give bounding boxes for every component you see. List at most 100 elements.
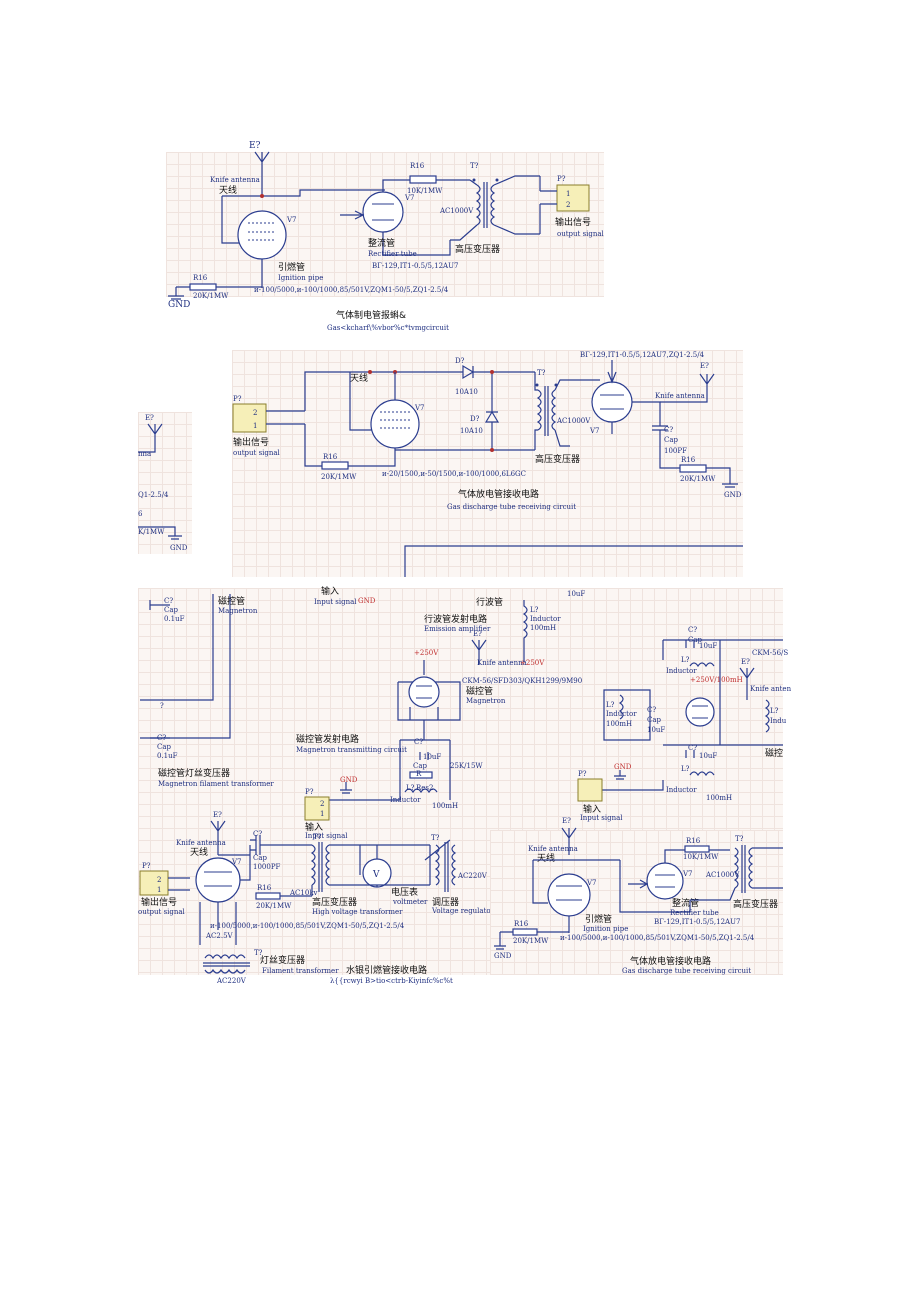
fig3c-ign-en: Ignition pipe <box>583 925 628 933</box>
fig3a-r-l1v: 100mH <box>606 720 632 728</box>
fig3a-magnetron-tube <box>408 676 440 708</box>
fig1-r16b-val: 20K/1MW <box>193 292 229 300</box>
fig3c-r16b-val: 20K/1MW <box>513 937 549 945</box>
fig3a-emit-en: Emission amplifier <box>424 625 491 633</box>
fig3b-cap-val: 1000PF <box>253 863 281 871</box>
fig3a-l100: 100mH <box>530 624 556 632</box>
fig2-diode1 <box>450 364 535 380</box>
fig2l-partial-val: K/1MW <box>138 528 165 536</box>
fig3a-lb-ind: Inductor <box>390 796 421 804</box>
fig3a-r-e: E? <box>741 658 750 666</box>
fig3b-t7c: T? <box>254 949 263 957</box>
fig1-models: и-100/5000,и-100/1000,85/501V,ZQM1-50/5,… <box>254 286 449 294</box>
fig3a-r-port <box>577 778 603 802</box>
fig1-r16-label: R16 <box>410 162 425 170</box>
fig3b-r16-val: 20K/1MW <box>256 902 292 910</box>
fig3c-ign-cn: 引燃管 <box>585 913 612 925</box>
fig3b-vm-en: voltmeter <box>392 898 428 906</box>
fig2-r16b-val: 20K/1MW <box>680 475 716 483</box>
fig3a-capb: Cap <box>157 743 172 751</box>
fig3a-mag2-cn: 磁控管 <box>466 685 493 697</box>
fig3a-inductor: Inductor <box>530 615 561 623</box>
fig1-ign-en: Ignition pipe <box>278 274 323 282</box>
fig1-pin2: 2 <box>566 201 570 209</box>
fig2-antenna-cn: 天线 <box>350 372 368 384</box>
fig2-c7: C? <box>664 426 673 434</box>
fig3a-input-en: Input signal <box>314 598 357 606</box>
fig2l-e: E? <box>145 414 154 422</box>
fig3a-l7: L? <box>530 606 539 614</box>
fig3a-r-ind3: Inductor <box>666 786 697 794</box>
fig2-gnd: GND <box>724 491 742 499</box>
fig1-v7b: V7 <box>404 194 415 202</box>
fig3a-r-in-en: Input signal <box>580 814 623 822</box>
fig2-r16-val: 20K/1MW <box>321 473 357 481</box>
fig1-schematic: E? Knife antenna 天线 V7 引燃管 Ignition pipe… <box>168 141 605 332</box>
fig1-rect-model: BГ-129,IT1-0.5/5,12AU7 <box>372 262 458 270</box>
fig3a-port <box>304 796 330 821</box>
fig3a-r-mag: 磁控 <box>765 747 783 759</box>
fig2-v7: V7 <box>414 404 425 412</box>
fig3c-r16b-label: R16 <box>514 920 529 928</box>
fig3a-r-ckm: CKM-56/S <box>752 649 788 657</box>
fig1-r16 <box>409 175 437 184</box>
fig3b-fil-cn: 灯丝变压器 <box>260 954 305 966</box>
fig3b-cap-en: λ{{rcwyi B>tio<ctrb-Kiyinfc%c%t <box>330 977 453 985</box>
fig3a-r-p7: P? <box>578 770 587 778</box>
fig2-d1: D? <box>455 357 465 365</box>
fig1-antenna-cn: 天线 <box>219 184 237 196</box>
fig2-knife: Knife antenna <box>655 392 705 400</box>
fig3a-knife: Knife antenna <box>477 659 527 667</box>
fig3b-models: и-100/5000,и-100/1000,85/501V,ZQM1-50/5,… <box>210 922 405 930</box>
fig1-rect-cn: 整流管 <box>368 237 395 249</box>
fig3a-c7b: C? <box>157 734 166 742</box>
fig3c-gnd: GND <box>494 952 512 960</box>
fig3a-cap10: 10uF <box>567 590 585 598</box>
fig3a-r-capb: Cap <box>647 716 662 724</box>
fig3b-vm-v: V <box>372 870 380 880</box>
fig2-d1-val: 10A10 <box>455 388 478 396</box>
fig2-schematic-panel <box>232 350 743 577</box>
fig3c-r16 <box>684 845 710 853</box>
fig3b-ac25: AC2.5V <box>205 932 234 940</box>
fig3a-lb-val: 100mH <box>432 802 458 810</box>
fig3a-r-c7: C? <box>688 626 697 634</box>
fig3b-ac220b: AC220V <box>216 977 247 985</box>
fig3c-e: E? <box>562 817 571 825</box>
fig2-port <box>232 403 267 433</box>
fig1-antenna-en: Knife antenna <box>210 176 260 184</box>
fig3b-pin1: 1 <box>157 886 161 894</box>
fig3b-c7: C? <box>253 830 262 838</box>
fig3b-reg-en: Voltage regulator <box>431 907 495 915</box>
fig3a-mag-en: Magnetron <box>218 607 258 615</box>
fig2-v7b: V7 <box>589 427 600 435</box>
fig3c-rectifier-tube <box>646 862 684 900</box>
fig2-r16b-label: R16 <box>681 456 696 464</box>
fig2-cap: Cap <box>664 436 679 444</box>
fig3a-r-cap: Cap <box>688 636 703 644</box>
fig2-e-label: E? <box>700 362 709 370</box>
fig3b-out-en: output signal <box>138 908 186 916</box>
fig2-ac: AC1000V <box>556 417 591 425</box>
fig2-model-top: BГ-129,IT1-0.5/5,12AU7,ZQ1-2.5/4 <box>580 351 705 359</box>
fig3b-v7: V7 <box>231 858 242 866</box>
fig1-r16b-label: R16 <box>193 274 208 282</box>
fig1-out-en: output signal <box>557 230 605 238</box>
fig3b-knife: Knife antenna <box>176 839 226 847</box>
fig2-cap-val: 100PF <box>664 447 687 455</box>
fig3c-rect-en: Rectifier tube <box>670 909 719 917</box>
fig3a-mtx-en: Magnetron transmitting circuit <box>296 746 407 754</box>
fig2-caption-en: Gas discharge tube receiving circuit <box>447 503 576 511</box>
fig3a-r: R <box>416 770 422 778</box>
fig3c-models: и-100/5000,и-100/1000,85/501V,ZQM1-50/5,… <box>560 934 755 942</box>
fig3b-fil-en: Filament transformer <box>262 967 339 975</box>
fig3b-hv-en: High voltage transformer <box>312 908 403 916</box>
fig3c-r16-val: 10K/1MW <box>683 853 719 861</box>
fig3a-mag-cn: 磁控管 <box>218 595 245 607</box>
fig3b-t7: T? <box>313 833 322 841</box>
fig2-schematic: P? 2 1 输出信号 output signal 天线 V7 R16 20K/… <box>232 351 743 577</box>
fig3b-antenna-cn: 天线 <box>190 846 208 858</box>
fig3a-capb-val: 0.1uF <box>157 752 178 760</box>
fig3a-v250b: +250V <box>520 659 545 667</box>
fig3a-r-l7: L? <box>681 656 690 664</box>
